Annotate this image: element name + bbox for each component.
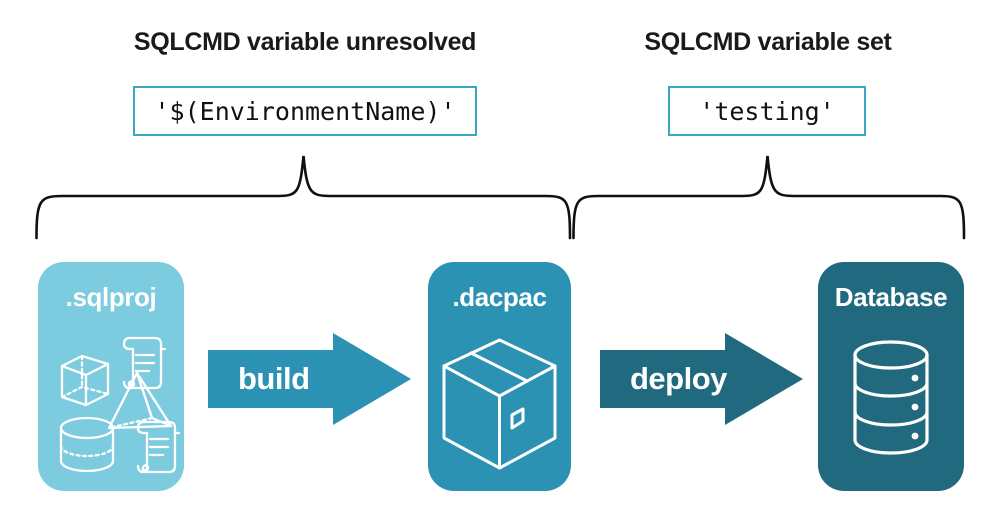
node-database-label: Database [834,282,948,312]
code-box-unresolved-value: '$(EnvironmentName)' [133,86,477,136]
package-box-icon [442,338,557,470]
node-dacpac-artwork [428,318,571,491]
arrow-deploy-shape [600,333,803,425]
cube-wireframe-icon [60,354,110,407]
arrow-deploy-label: deploy [630,361,727,396]
arrow-build-shape [208,333,411,425]
node-sqlproj-artwork [38,318,184,491]
arrow-build-label: build [238,361,310,396]
scroll-icon [122,336,167,390]
database-cylinder-icon [853,340,929,455]
brace-left-icon [35,155,572,240]
section-heading-unresolved: SQLCMD variable unresolved [133,28,477,56]
arrow-build[interactable]: build [208,333,411,425]
brace-right-icon [572,155,966,240]
node-sqlproj[interactable]: .sqlproj [38,262,184,491]
node-database[interactable]: Database [818,262,964,491]
pyramid-wireframe-icon [107,371,173,430]
node-dacpac[interactable]: .dacpac [428,262,571,491]
node-database-artwork [818,318,964,491]
section-heading-set: SQLCMD variable set [644,28,892,56]
node-sqlproj-label: .sqlproj [65,282,157,312]
arrow-deploy[interactable]: deploy [600,333,803,425]
cylinder-wireframe-icon [59,416,115,473]
node-dacpac-label: .dacpac [452,282,547,312]
scroll-icon [136,420,181,474]
code-box-set-value: 'testing' [668,86,866,136]
